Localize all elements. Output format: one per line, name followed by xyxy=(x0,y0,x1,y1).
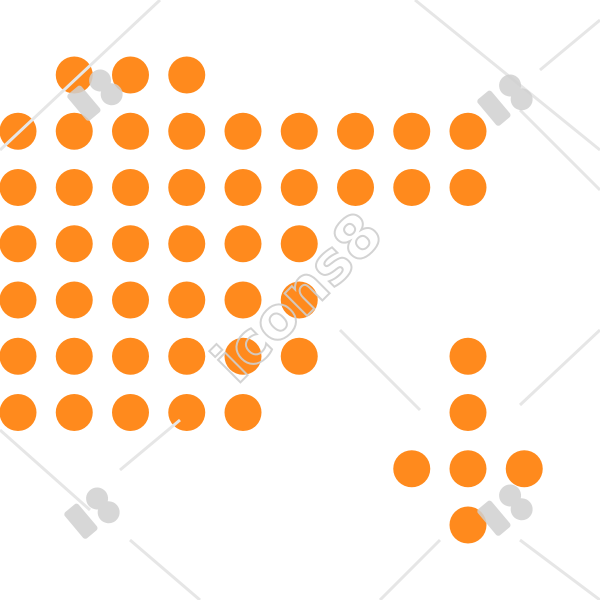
map-dot xyxy=(280,337,318,375)
map-dot xyxy=(449,450,487,488)
map-dot xyxy=(224,281,262,319)
map-dot xyxy=(449,506,487,544)
map-dot xyxy=(112,225,149,263)
map-dot xyxy=(55,225,93,263)
map-dot xyxy=(168,112,206,150)
map-dot xyxy=(224,225,262,263)
map-dot xyxy=(112,56,149,94)
map-dot xyxy=(0,394,37,431)
map-dot xyxy=(224,394,262,431)
map-dot xyxy=(393,169,431,206)
map-dot xyxy=(337,169,374,206)
map-dot xyxy=(55,394,93,431)
map-dot xyxy=(168,169,206,206)
map-dot xyxy=(55,112,93,150)
map-dot xyxy=(337,112,374,150)
map-dot xyxy=(280,281,318,319)
map-dot xyxy=(112,337,149,375)
map-dot xyxy=(393,450,431,488)
map-dot xyxy=(0,169,37,206)
map-dot xyxy=(505,450,543,488)
map-dot xyxy=(280,225,318,263)
map-dot xyxy=(112,394,149,431)
map-dot xyxy=(55,281,93,319)
map-dot xyxy=(168,394,206,431)
map-dot xyxy=(449,337,487,375)
map-dot xyxy=(168,337,206,375)
map-dot xyxy=(449,394,487,431)
map-dot xyxy=(168,56,206,94)
map-dot xyxy=(112,281,149,319)
map-dot xyxy=(168,281,206,319)
map-dot xyxy=(393,112,431,150)
map-dot xyxy=(0,112,37,150)
map-dot xyxy=(280,169,318,206)
map-dot xyxy=(224,337,262,375)
map-dot xyxy=(55,337,93,375)
map-dot xyxy=(168,225,206,263)
map-dot xyxy=(0,337,37,375)
map-dot xyxy=(224,112,262,150)
map-dot xyxy=(55,169,93,206)
map-dot xyxy=(449,112,487,150)
map-dot xyxy=(0,225,37,263)
map-dot xyxy=(55,56,93,94)
map-dot xyxy=(112,169,149,206)
map-dot xyxy=(224,169,262,206)
map-dot xyxy=(449,169,487,206)
map-dot xyxy=(112,112,149,150)
map-dot xyxy=(0,281,37,319)
map-dot xyxy=(280,112,318,150)
